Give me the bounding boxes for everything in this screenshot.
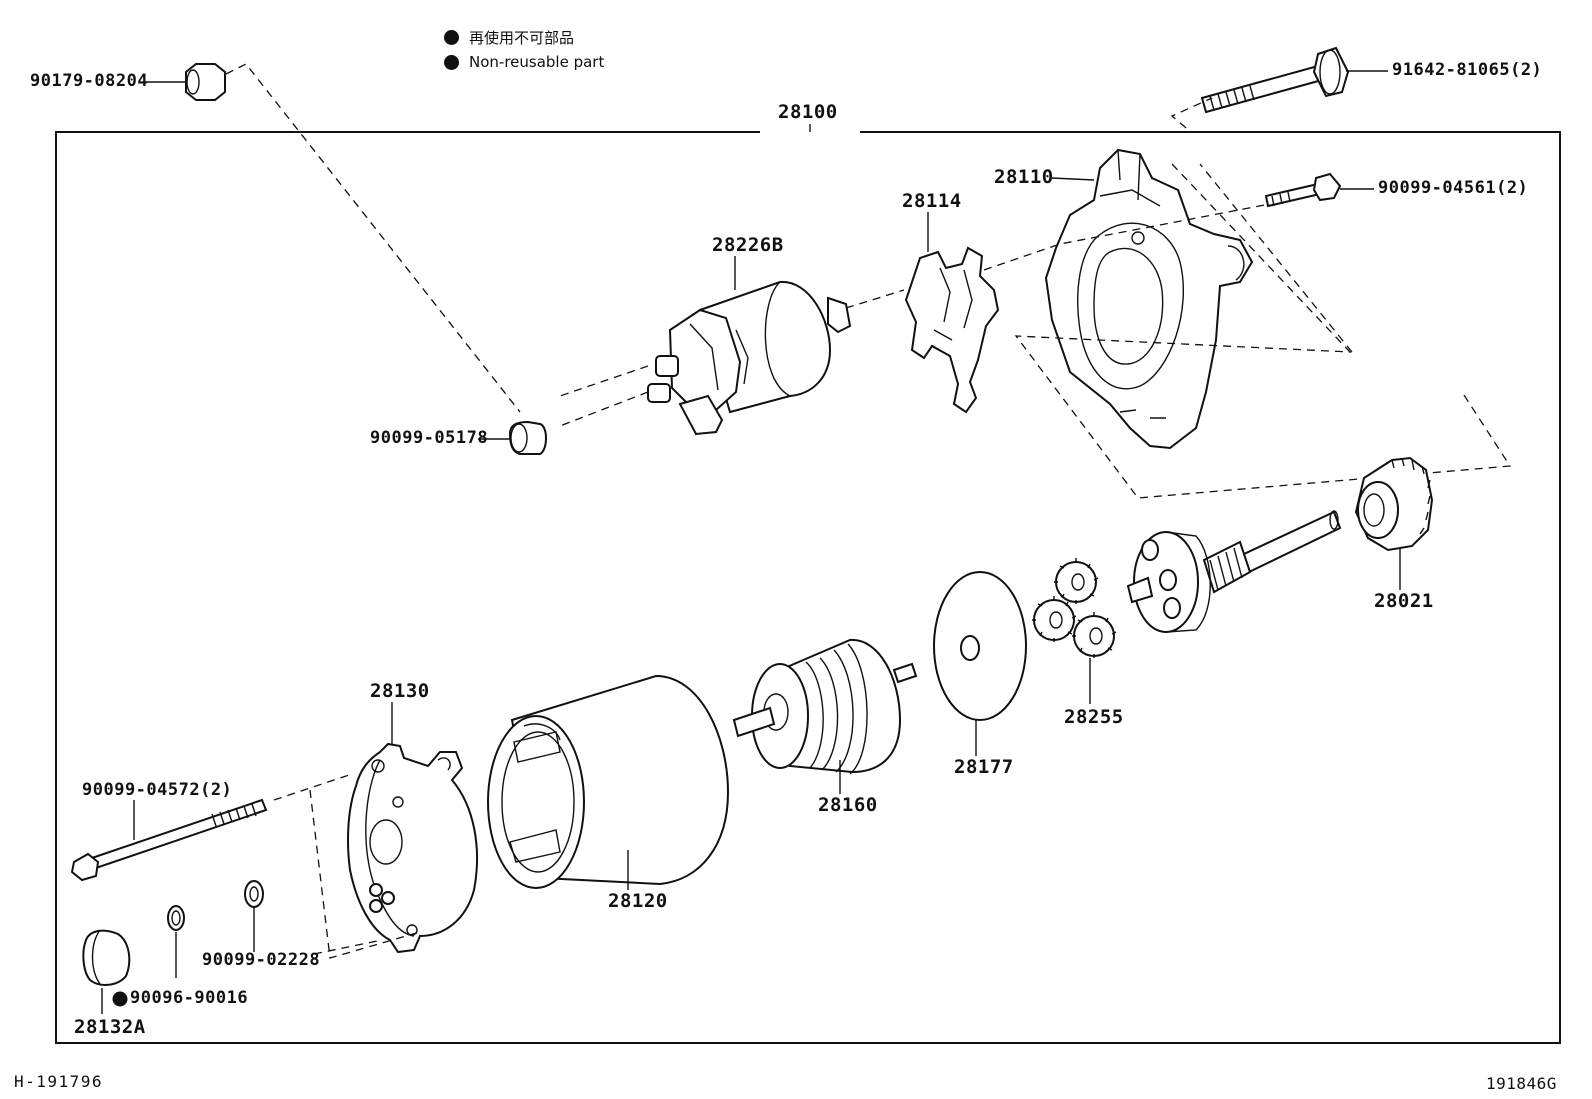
lever-28114	[904, 212, 1000, 414]
nut-90099-05178	[478, 420, 547, 455]
label-90099-02228: 90099-02228	[202, 950, 321, 970]
cap-28132A	[82, 929, 131, 1014]
nut-90179-08204	[146, 63, 226, 101]
legend-item-japanese: 再使用不可部品	[444, 27, 574, 48]
armature-28160	[732, 638, 918, 794]
label-28132A: 28132A	[74, 1016, 146, 1038]
label-90099-04561: 90099-04561(2)	[1378, 178, 1529, 198]
drive-gear-28021	[1354, 456, 1434, 590]
label-assembly-28100: 28100	[778, 101, 838, 123]
label-90096-90016: 90096-90016	[130, 988, 249, 1008]
solenoid-28226B	[647, 256, 852, 436]
washer-90099-02228	[244, 880, 264, 952]
non-reusable-dot-icon	[112, 991, 128, 1007]
washer-90096-90016	[167, 905, 185, 978]
filled-dot-icon	[444, 54, 459, 70]
label-28110: 28110	[994, 166, 1054, 188]
label-28177: 28177	[954, 756, 1014, 778]
plate-28177	[933, 571, 1027, 756]
label-28120: 28120	[608, 890, 668, 912]
label-28255: 28255	[1064, 706, 1124, 728]
legend-text: Non-reusable part	[469, 53, 605, 71]
label-28160: 28160	[818, 794, 878, 816]
legend-text: 再使用不可部品	[469, 29, 575, 47]
diagram-code-right: 191846G	[1486, 1074, 1557, 1093]
planet-carrier-shaft	[1126, 510, 1342, 633]
label-28021: 28021	[1374, 590, 1434, 612]
label-28114: 28114	[902, 190, 962, 212]
diagram-code-left: H-191796	[14, 1072, 104, 1091]
label-91642-81065: 91642-81065(2)	[1392, 60, 1543, 80]
yoke-28120	[487, 674, 730, 890]
end-frame-28130	[347, 702, 479, 954]
planet-gears-28255	[1032, 558, 1117, 704]
legend-item-english: Non-reusable part	[444, 53, 604, 71]
filled-dot-icon	[444, 30, 459, 45]
label-28130: 28130	[370, 680, 430, 702]
label-90179-08204: 90179-08204	[30, 71, 149, 91]
long-bolt-90099-04572	[70, 798, 268, 882]
bolt-91642-81065	[1200, 46, 1388, 114]
label-90099-04572: 90099-04572(2)	[82, 780, 233, 800]
assembly-frame	[55, 131, 1561, 1044]
bolt-90099-04561	[1264, 172, 1374, 208]
label-28226B: 28226B	[712, 234, 784, 256]
label-90099-05178: 90099-05178	[370, 428, 489, 448]
housing-28110	[1044, 148, 1254, 450]
